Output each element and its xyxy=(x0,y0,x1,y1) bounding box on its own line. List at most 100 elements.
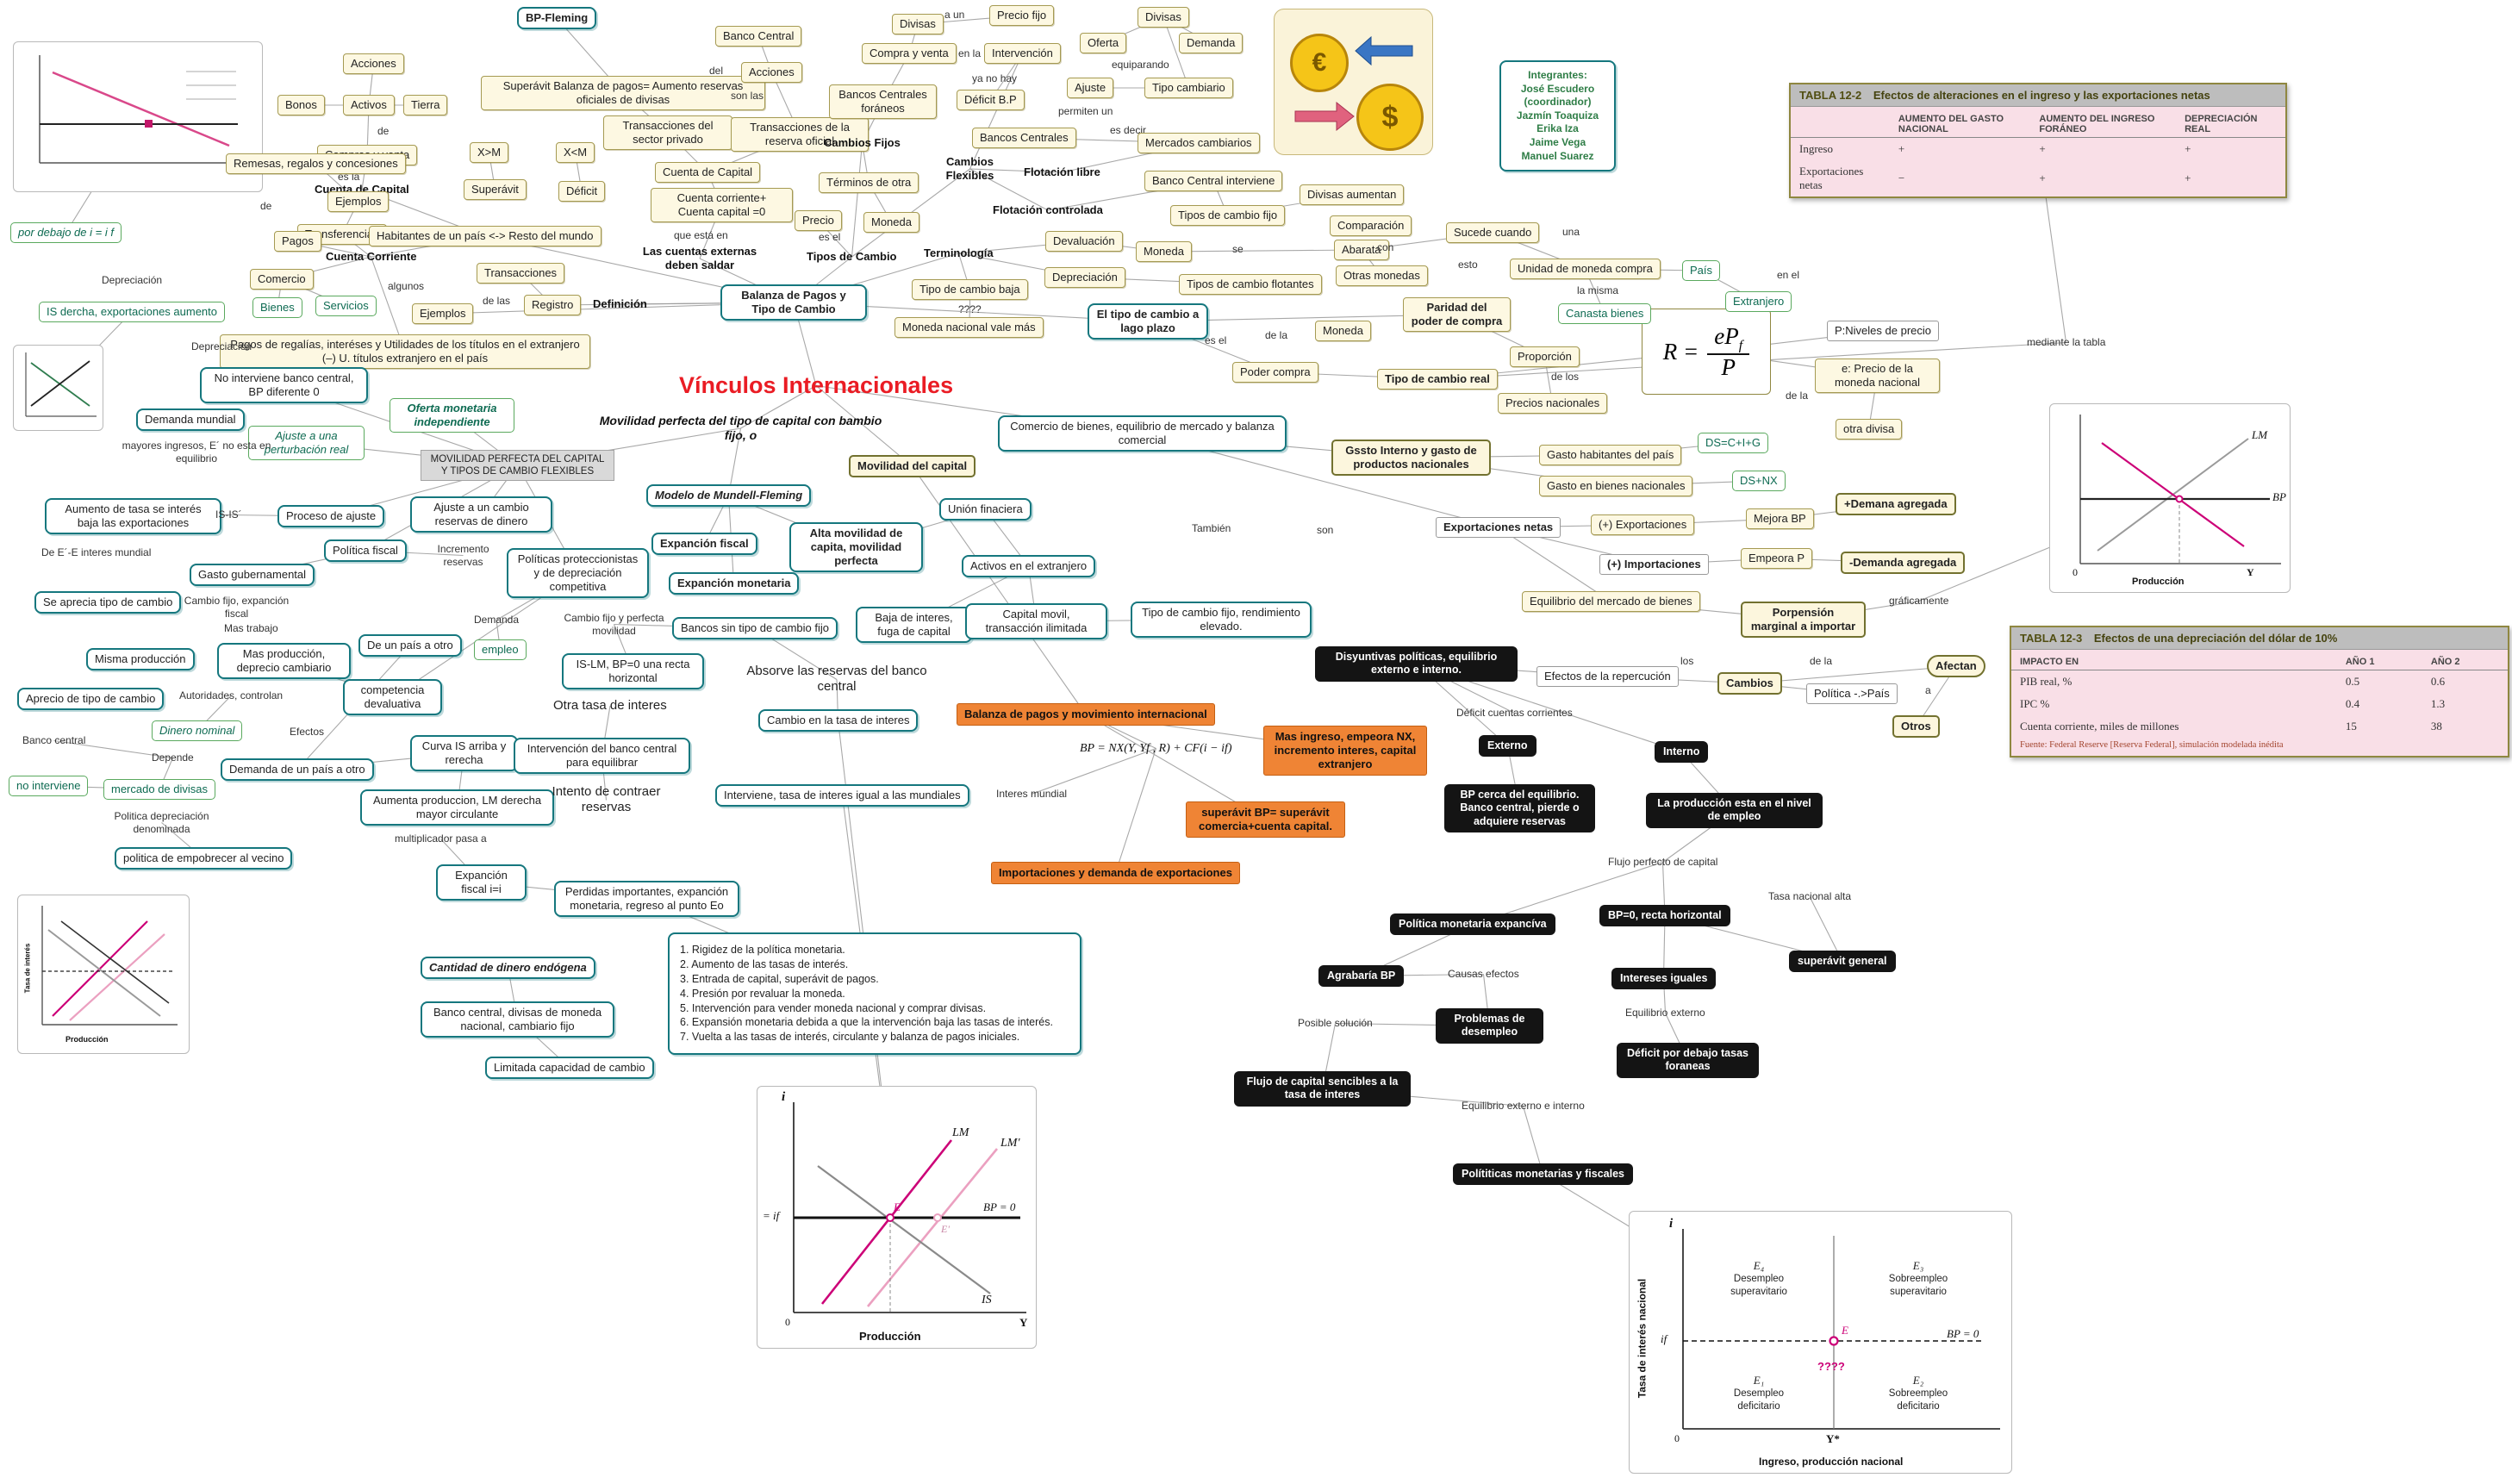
node-curvais[interactable]: Curva IS arriba y rerecha xyxy=(410,735,518,771)
node-demagregminus[interactable]: -Demanda agregada xyxy=(1841,552,1966,574)
node-perdidas[interactable]: Perdidas importantes, expanción monetari… xyxy=(554,881,739,917)
node-activos[interactable]: Activos xyxy=(343,95,395,115)
node-monedavale[interactable]: Moneda nacional vale más xyxy=(894,317,1044,338)
node-flujocapital[interactable]: Flujo de capital sencibles a la tasa de … xyxy=(1234,1071,1411,1107)
node-islmbp0[interactable]: IS-LM, BP=0 una recta horizontal xyxy=(562,653,704,689)
node-expfiscal2[interactable]: Expanción fiscal i=i xyxy=(436,864,527,901)
node-transpriv[interactable]: Transacciones del sector privado xyxy=(603,115,732,150)
node-regalias[interactable]: Pagos de regalías, interéses y Utilidade… xyxy=(220,334,590,369)
node-importplus[interactable]: (+) Importaciones xyxy=(1599,554,1709,575)
node-precio[interactable]: Precio xyxy=(795,210,842,231)
node-comercio[interactable]: Comercio xyxy=(250,269,314,290)
node-depreciacion1[interactable]: Depreciación xyxy=(1044,267,1125,288)
node-bcforaneos[interactable]: Bancos Centrales foráneos xyxy=(829,84,937,119)
node-preciosnac[interactable]: Precios nacionales xyxy=(1498,393,1608,414)
node-bpcerca[interactable]: BP cerca del equilibrio. Banco central, … xyxy=(1444,784,1595,832)
node-expmonetaria[interactable]: Expanción monetaria xyxy=(669,572,800,595)
node-otros[interactable]: Otros xyxy=(1892,715,1940,738)
node-pagos[interactable]: Pagos xyxy=(274,231,321,252)
node-politicasmf[interactable]: Polítiticas monetarias y fiscales xyxy=(1453,1163,1633,1186)
node-balanza[interactable]: Balanza de Pagos y Tipo de Cambio xyxy=(720,284,867,321)
node-moneda2[interactable]: Moneda xyxy=(1136,241,1192,262)
node-preciofijo[interactable]: Precio fijo xyxy=(989,5,1055,26)
node-podercompra[interactable]: Poder compra xyxy=(1232,362,1318,383)
node-bajainteres[interactable]: Baja de interes, fuga de capital xyxy=(856,607,972,643)
node-efectosreper[interactable]: Efectos de la repercución xyxy=(1536,666,1679,687)
node-seaprecia[interactable]: Se aprecia tipo de cambio xyxy=(34,591,182,614)
node-transacciones[interactable]: Transacciones xyxy=(477,263,565,284)
node-deficitdebajo[interactable]: Déficit por debajo tasas foraneas xyxy=(1617,1043,1759,1078)
node-sucedecuando[interactable]: Sucede cuando xyxy=(1446,222,1540,243)
node-demanda1[interactable]: Demanda xyxy=(1179,33,1244,53)
node-pniveles[interactable]: P:Niveles de precio xyxy=(1827,321,1939,341)
node-gsstointerno[interactable]: Gssto Interno y gasto de productos nacio… xyxy=(1331,440,1491,476)
node-dineronominal[interactable]: Dinero nominal xyxy=(152,720,243,741)
node-propension[interactable]: Porpensión marginal a importar xyxy=(1741,602,1866,638)
node-bancossintc[interactable]: Bancos sin tipo de cambio fijo xyxy=(672,617,838,639)
node-demandamundial[interactable]: Demanda mundial xyxy=(136,408,245,431)
node-equilibriomercado[interactable]: Equilibrio del mercado de bienes xyxy=(1522,591,1700,612)
node-pordebajo[interactable]: por debajo de i = i f xyxy=(10,222,122,243)
node-tcrendimiento[interactable]: Tipo de cambio fijo, rendimiento elevado… xyxy=(1131,602,1312,638)
node-demagregplus[interactable]: +Demana agregada xyxy=(1836,493,1956,515)
node-superavitbp[interactable]: superávit BP= superávit comercia+cuenta … xyxy=(1186,801,1345,838)
node-mundellfleming[interactable]: Modelo de Mundell-Fleming xyxy=(646,484,812,507)
node-ppp[interactable]: Paridad del poder de compra xyxy=(1403,297,1511,332)
node-habitantes[interactable]: Habitantes de un país <-> Resto del mund… xyxy=(369,226,602,246)
node-ctacap2[interactable]: Cuenta de Capital xyxy=(655,162,761,183)
node-dscig[interactable]: DS=C+I+G xyxy=(1698,433,1768,453)
node-remesas[interactable]: Remesas, regalos y concesiones xyxy=(226,153,406,174)
node-ajusteperturb[interactable]: Ajuste a una perturbación real xyxy=(248,426,365,460)
node-demandapais[interactable]: Demanda de un país a otro xyxy=(221,758,374,781)
node-pais[interactable]: País xyxy=(1682,260,1721,281)
node-unidadmoneda[interactable]: Unidad de moneda compra xyxy=(1510,259,1661,279)
node-compdevaluativa[interactable]: competencia devaluativa xyxy=(343,679,442,715)
node-canasta[interactable]: Canasta bienes xyxy=(1558,303,1652,324)
node-divaumentan[interactable]: Divisas aumentan xyxy=(1300,184,1405,205)
node-acciones2[interactable]: Acciones xyxy=(741,62,802,83)
node-unionfin[interactable]: Unión finaciera xyxy=(939,498,1032,521)
node-tcfijo2[interactable]: Tipos de cambio fijo xyxy=(1170,205,1286,226)
node-masingreso[interactable]: Mas ingreso, empeora NX, incremento inte… xyxy=(1263,726,1427,776)
node-otrasmonedas[interactable]: Otras monedas xyxy=(1336,265,1428,286)
node-depaisaotro[interactable]: De un país a otro xyxy=(358,634,462,657)
node-proporcion[interactable]: Proporción xyxy=(1510,346,1580,367)
node-bcinterviene[interactable]: Banco Central interviene xyxy=(1144,171,1283,191)
node-procesoajuste[interactable]: Proceso de ajuste xyxy=(277,505,385,527)
node-servicios[interactable]: Servicios xyxy=(315,296,377,316)
node-intervencionbc[interactable]: Intervención del banco central para equi… xyxy=(514,738,690,774)
node-tcbaja[interactable]: Tipo de cambio baja xyxy=(912,279,1028,300)
node-cambiotasa[interactable]: Cambio en la tasa de interes xyxy=(758,709,919,732)
node-intervienetasa[interactable]: Interviene, tasa de interes igual a las … xyxy=(715,784,969,807)
node-importdemanda[interactable]: Importaciones y demanda de exportaciones xyxy=(991,862,1240,884)
node-aumentaprod[interactable]: Aumenta produccion, LM derecha mayor cir… xyxy=(360,789,554,826)
node-disyuntivas[interactable]: Disyuntivas políticas, equilibrio extern… xyxy=(1315,646,1518,682)
node-extranjero[interactable]: Extranjero xyxy=(1725,291,1792,312)
node-supbal[interactable]: Superávit Balanza de pagos= Aumento rese… xyxy=(481,76,765,110)
node-empeorap[interactable]: Empeora P xyxy=(1741,548,1813,569)
node-agrabaria[interactable]: Agrabaría BP xyxy=(1318,965,1405,988)
node-bonos[interactable]: Bonos xyxy=(277,95,325,115)
node-ajuste1[interactable]: Ajuste xyxy=(1067,78,1114,98)
node-mejorabp[interactable]: Mejora BP xyxy=(1746,508,1814,529)
node-terminosdeotra[interactable]: Términos de otra xyxy=(819,172,919,193)
node-mercadoscamb[interactable]: Mercados cambiarios xyxy=(1138,133,1260,153)
node-divisas1[interactable]: Divisas xyxy=(892,14,944,34)
node-exportplus[interactable]: (+) Exportaciones xyxy=(1591,514,1695,535)
node-tclargo[interactable]: El tipo de cambio a lago plazo xyxy=(1088,303,1208,340)
node-registro[interactable]: Registro xyxy=(524,295,582,315)
node-bcdivisas[interactable]: Banco central, divisas de moneda naciona… xyxy=(421,1001,614,1038)
node-nointervienebc[interactable]: No interviene banco central, BP diferent… xyxy=(200,367,368,403)
node-bienes[interactable]: Bienes xyxy=(252,297,302,318)
node-superavit1[interactable]: Superávit xyxy=(464,179,527,200)
node-masprod[interactable]: Mas producción, deprecio cambiario xyxy=(217,643,351,679)
node-ofertamonind[interactable]: Oferta monetaria independiente xyxy=(390,398,514,433)
node-cantidaddinero[interactable]: Cantidad de dinero endógena xyxy=(421,957,595,979)
node-eprecio[interactable]: e: Precio de la moneda nacional xyxy=(1815,359,1940,393)
node-oferta[interactable]: Oferta xyxy=(1080,33,1127,53)
node-activosext[interactable]: Activos en el extranjero xyxy=(962,555,1096,577)
node-tcreal[interactable]: Tipo de cambio real xyxy=(1377,369,1498,390)
node-empleo[interactable]: empleo xyxy=(474,639,527,660)
node-otradivisa[interactable]: otra divisa xyxy=(1836,419,1903,440)
node-ajustecambio[interactable]: Ajuste a un cambio reservas de dinero xyxy=(410,496,552,533)
